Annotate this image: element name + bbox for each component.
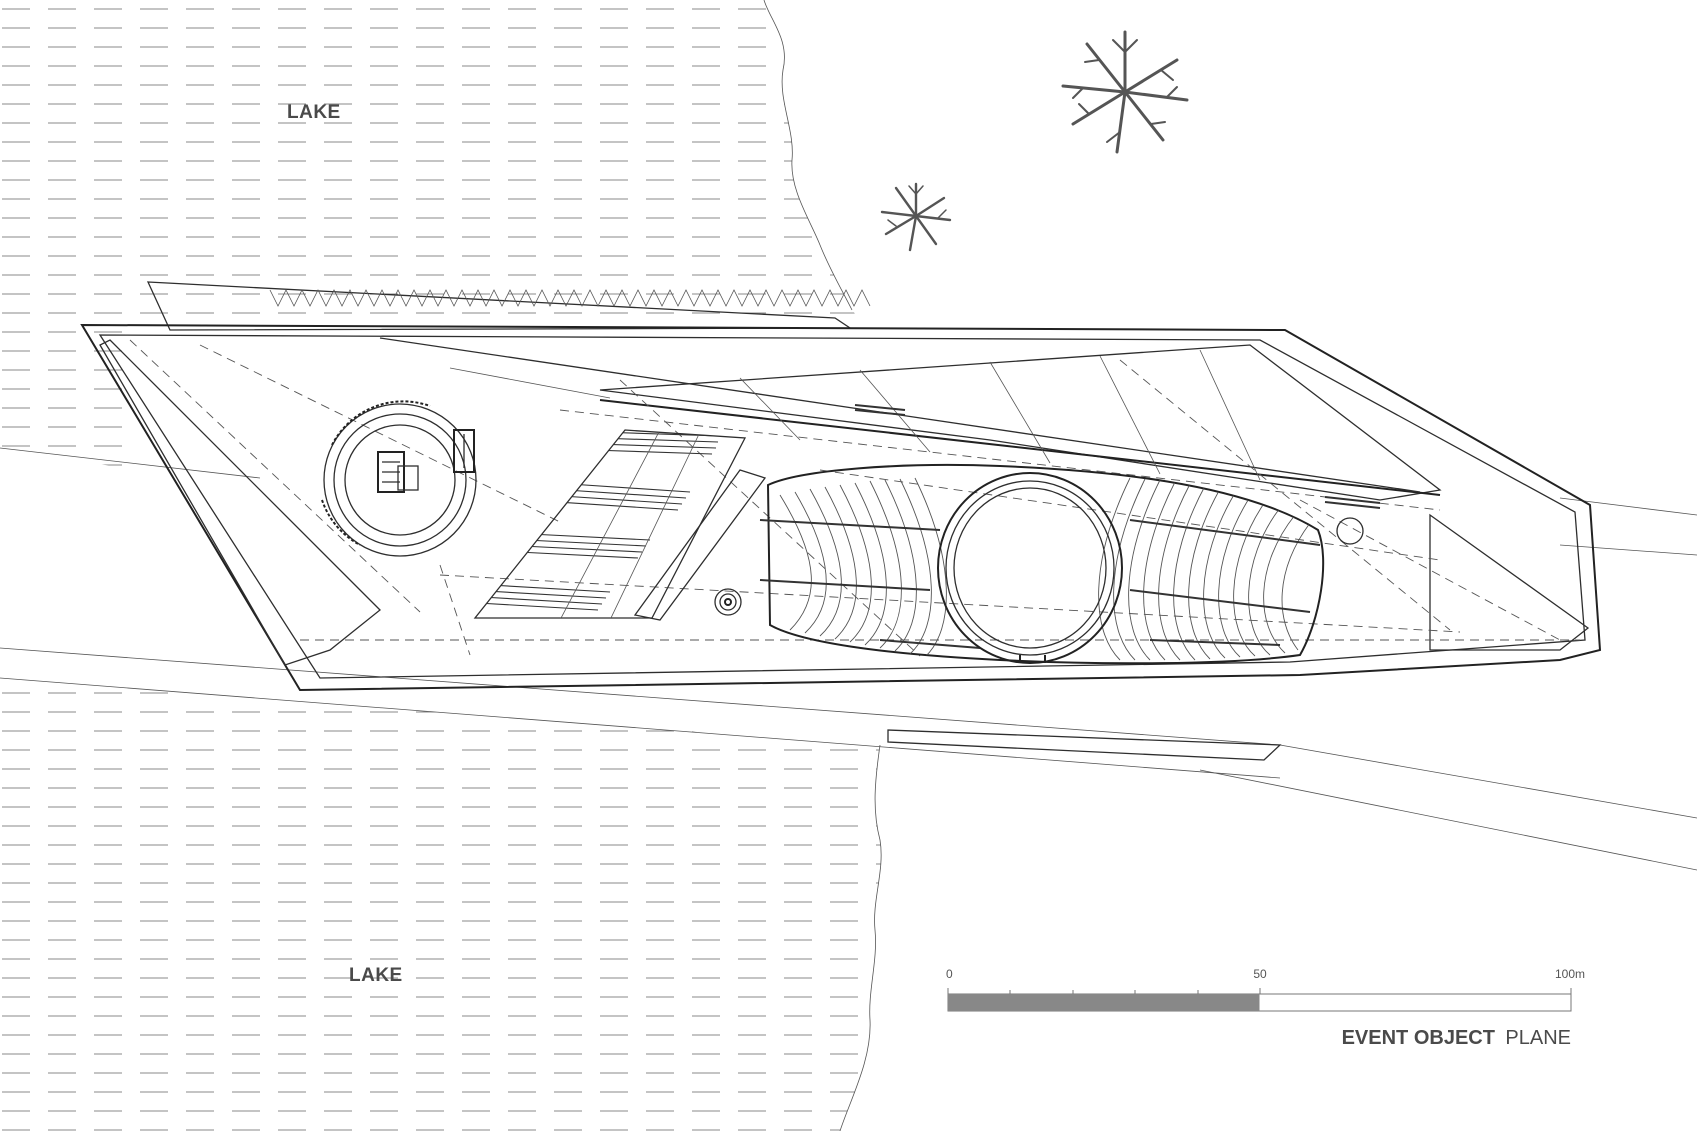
scale-label-0: 0 (946, 967, 953, 981)
road-diagonal-1 (1279, 744, 1697, 819)
lake-label-top: LAKE (287, 102, 341, 123)
lower-ramp (887, 729, 1282, 761)
plan-title-light: PLANE (1505, 1027, 1571, 1049)
lake-bottom-area (0, 680, 882, 1131)
scale-bar-ticks (947, 988, 1572, 994)
spiral-stair (714, 588, 742, 616)
stair-shaft (453, 429, 475, 473)
scale-label-50: 50 (1253, 967, 1267, 981)
auditorium-bowl (759, 463, 1325, 665)
building-inner-outline (98, 334, 1586, 679)
east-wedge (1429, 513, 1590, 651)
plan-title: EVENT OBJECT PLANE (1342, 1027, 1571, 1049)
tree-small-icon (880, 182, 952, 252)
shoreline-bottom (839, 744, 882, 1131)
tree-large-icon (1061, 30, 1189, 154)
east-circle-feature (1336, 517, 1364, 545)
rotunda (321, 400, 477, 557)
causeway-upper-line (0, 447, 261, 479)
walkway-strip (633, 469, 767, 621)
dashed-projection-lines (129, 339, 1580, 657)
lake-label-bottom: LAKE (349, 965, 403, 986)
scale-label-100m: 100m (1555, 967, 1585, 981)
road-diagonal-2 (1199, 769, 1697, 871)
lake-left-strip (0, 320, 140, 470)
north-bench-marks (854, 404, 1381, 509)
roof-plane-north (599, 344, 1442, 501)
lake-top-area (0, 0, 860, 320)
west-wedge (99, 339, 381, 666)
building-outer-outline (80, 323, 1602, 692)
sawtooth-edge (269, 289, 871, 307)
scale-bar-fill (948, 994, 1260, 1011)
seating-blocks (473, 429, 747, 619)
scale-bar: 0 50 100m (946, 967, 1585, 1012)
plan-title-bold: EVENT OBJECT (1342, 1027, 1495, 1049)
causeway-right-lower (1559, 544, 1697, 556)
roof-panel-lines (449, 349, 1261, 481)
causeway-lower-line-1 (0, 647, 1281, 746)
causeway-lower-line-2 (0, 677, 1281, 779)
roof-ridge (599, 399, 1441, 496)
shoreline-top (763, 0, 853, 311)
